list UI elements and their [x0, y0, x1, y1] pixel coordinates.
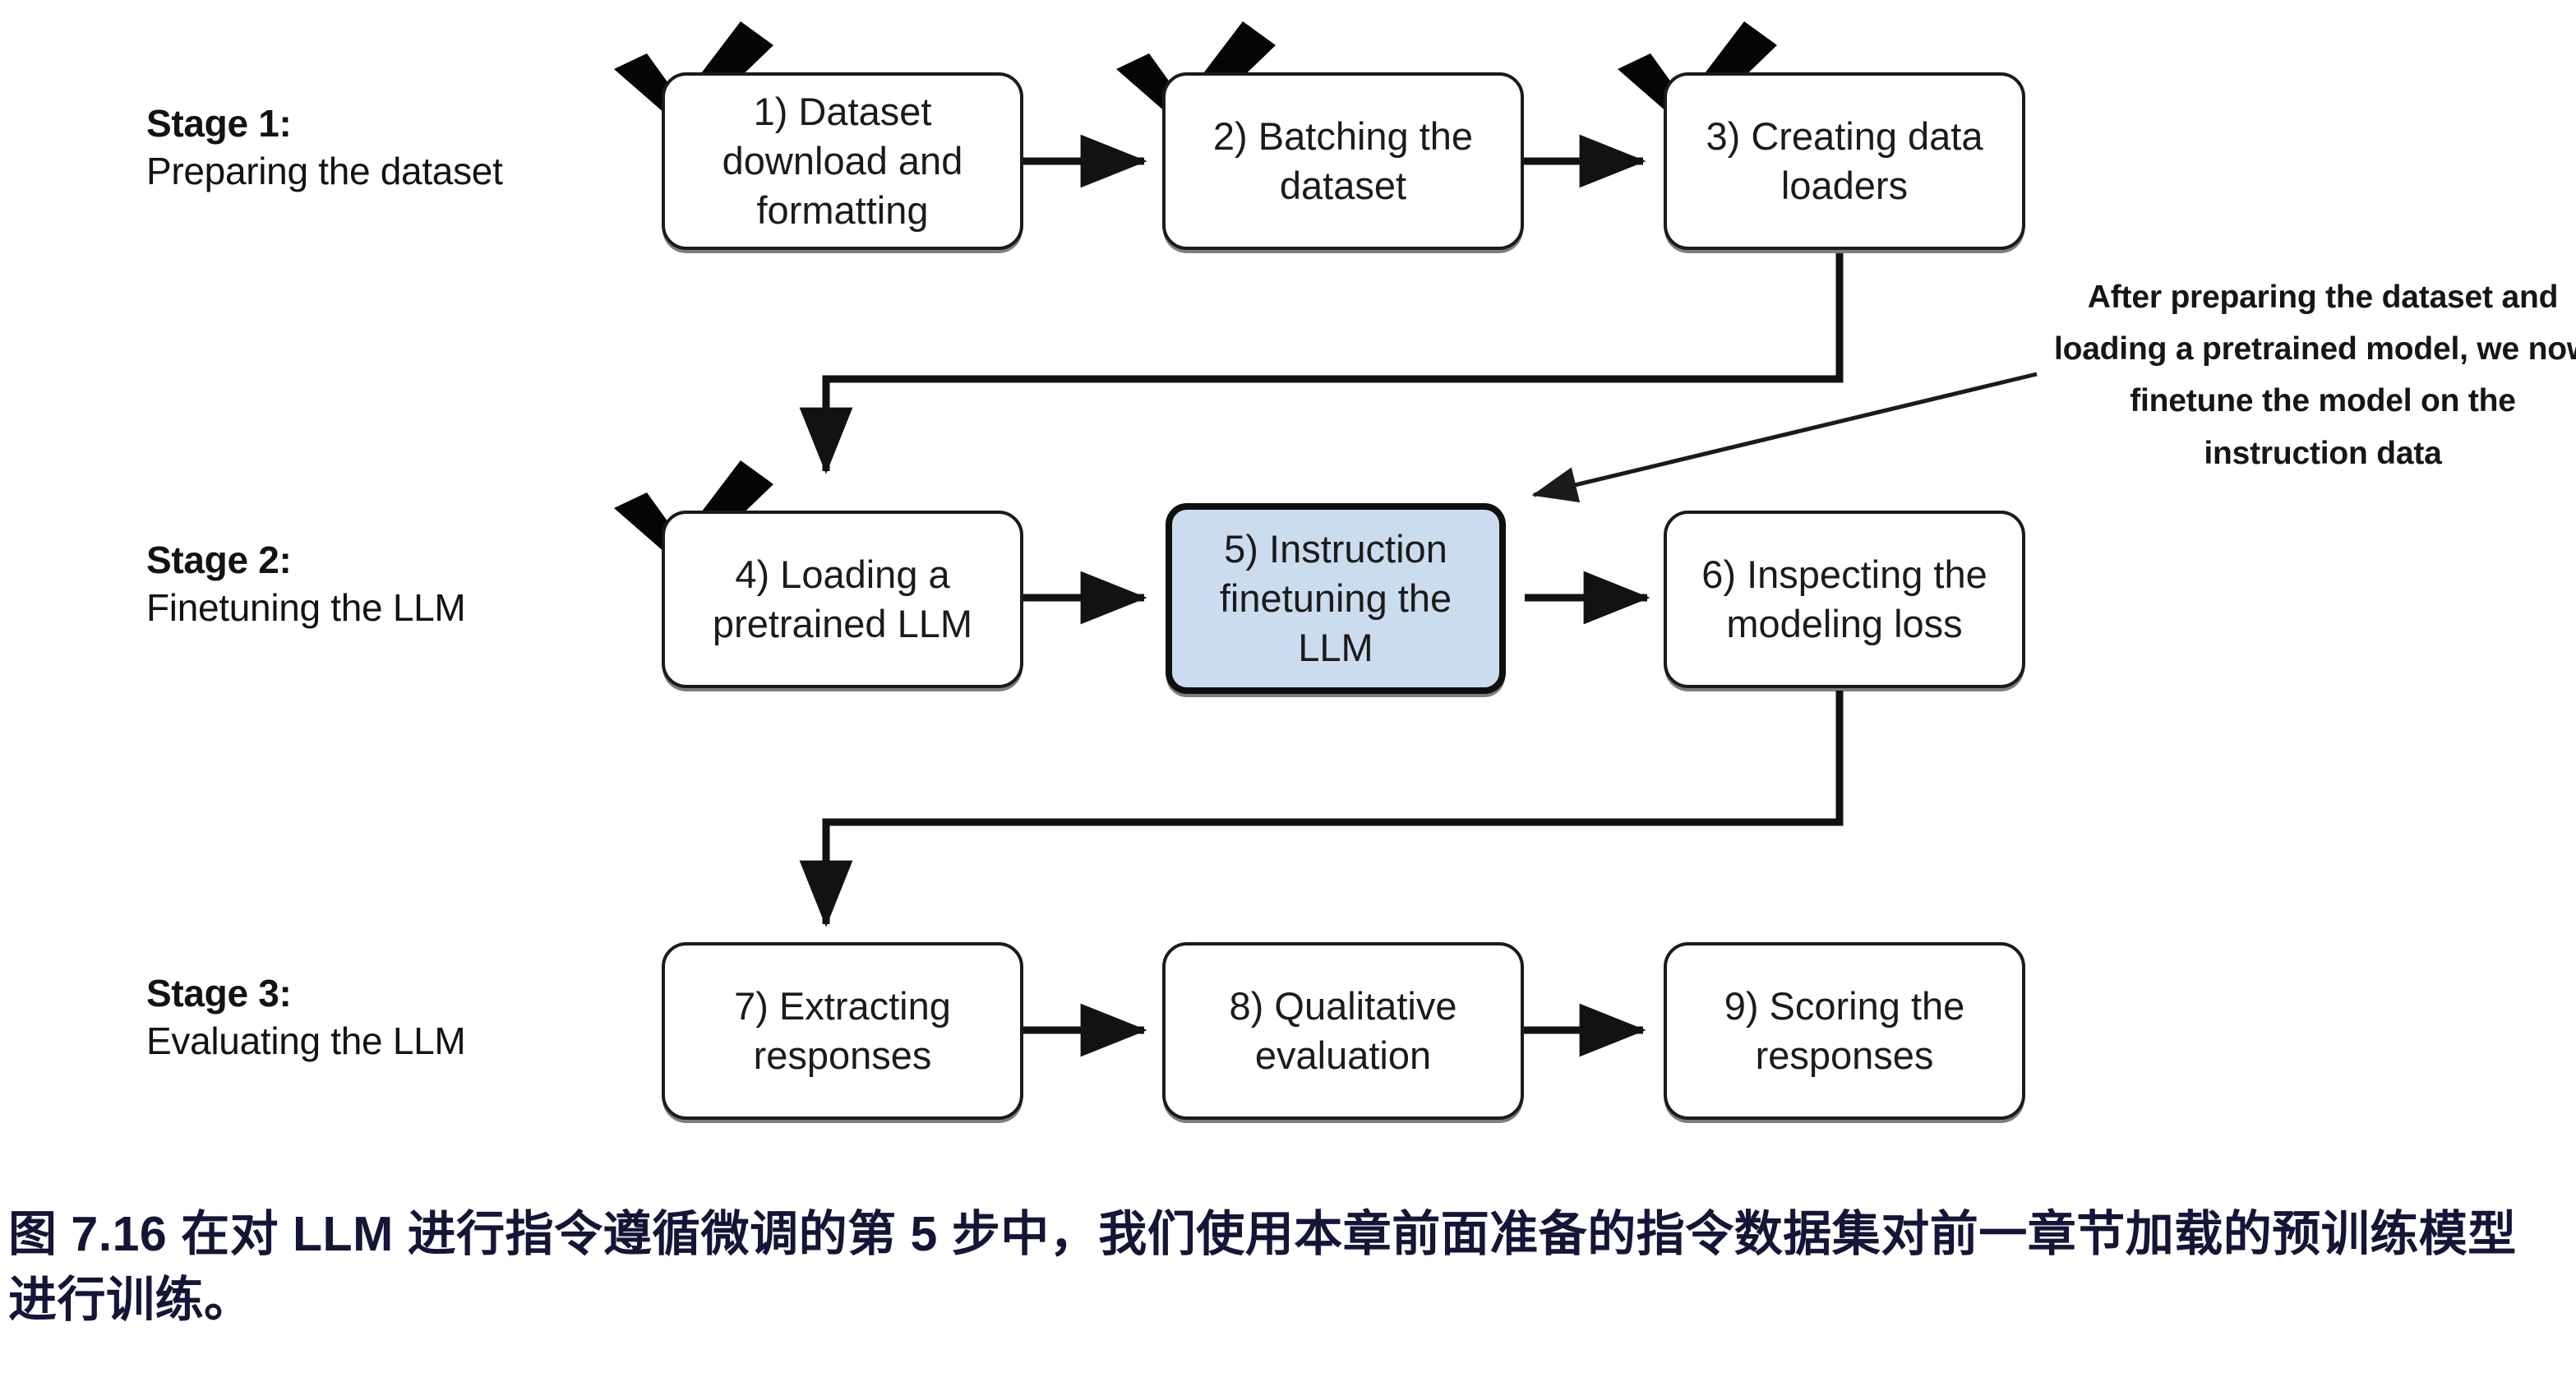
figure-caption: 图 7.16 在对 LLM 进行指令遵循微调的第 5 步中，我们使用本章前面准备…: [8, 1207, 2517, 1327]
flow-node-8-label: 8) Qualitative evaluation: [1229, 983, 1457, 1077]
flow-node-4-label: 4) Loading a pretrained LLM: [712, 552, 973, 645]
flow-node-5[interactable]: 5) Instruction finetuning the LLM: [1166, 503, 1506, 694]
flow-node-4[interactable]: 4) Loading a pretrained LLM: [662, 511, 1023, 688]
flow-node-2-label: 2) Batching the dataset: [1212, 113, 1474, 207]
flow-node-5-label: 5) Instruction finetuning the LLM: [1219, 526, 1452, 670]
arrow-node3-to-node4: [799, 253, 1844, 474]
stage-label-3: Stage 3: Evaluating the LLM: [146, 970, 466, 1066]
stage-3-title: Stage 3:: [146, 972, 292, 1015]
stage-1-subtitle: Preparing the dataset: [146, 149, 503, 192]
flow-node-7[interactable]: 7) Extracting responses: [662, 942, 1023, 1120]
stage-2-subtitle: Finetuning the LLM: [146, 585, 466, 629]
stage-3-subtitle: Evaluating the LLM: [146, 1019, 466, 1062]
flow-node-1-label: 1) Dataset download and formatting: [722, 89, 963, 233]
flow-node-6-label: 6) Inspecting the modeling loss: [1701, 552, 1987, 645]
flow-node-3-label: 3) Creating data loaders: [1706, 113, 1983, 207]
stage-1-title: Stage 1:: [146, 102, 292, 145]
flow-node-3[interactable]: 3) Creating data loaders: [1664, 72, 2025, 250]
flow-node-9-label: 9) Scoring the responses: [1724, 983, 1965, 1077]
flow-node-8[interactable]: 8) Qualitative evaluation: [1162, 942, 1524, 1120]
flow-node-7-label: 7) Extracting responses: [734, 983, 951, 1077]
flow-node-1[interactable]: 1) Dataset download and formatting: [662, 72, 1023, 250]
flow-node-9[interactable]: 9) Scoring the responses: [1664, 942, 2025, 1120]
stage-2-title: Stage 2:: [146, 539, 292, 581]
flow-node-6[interactable]: 6) Inspecting the modeling loss: [1664, 511, 2025, 688]
stage-label-1: Stage 1: Preparing the dataset: [146, 100, 503, 196]
flow-node-2[interactable]: 2) Batching the dataset: [1162, 72, 1524, 250]
annotation-leader-arrow: [1531, 372, 2038, 503]
arrow-node6-to-node7: [799, 691, 1844, 927]
annotation-text: After preparing the dataset and loading …: [2053, 280, 2576, 471]
stage-label-2: Stage 2: Finetuning the LLM: [146, 537, 466, 632]
